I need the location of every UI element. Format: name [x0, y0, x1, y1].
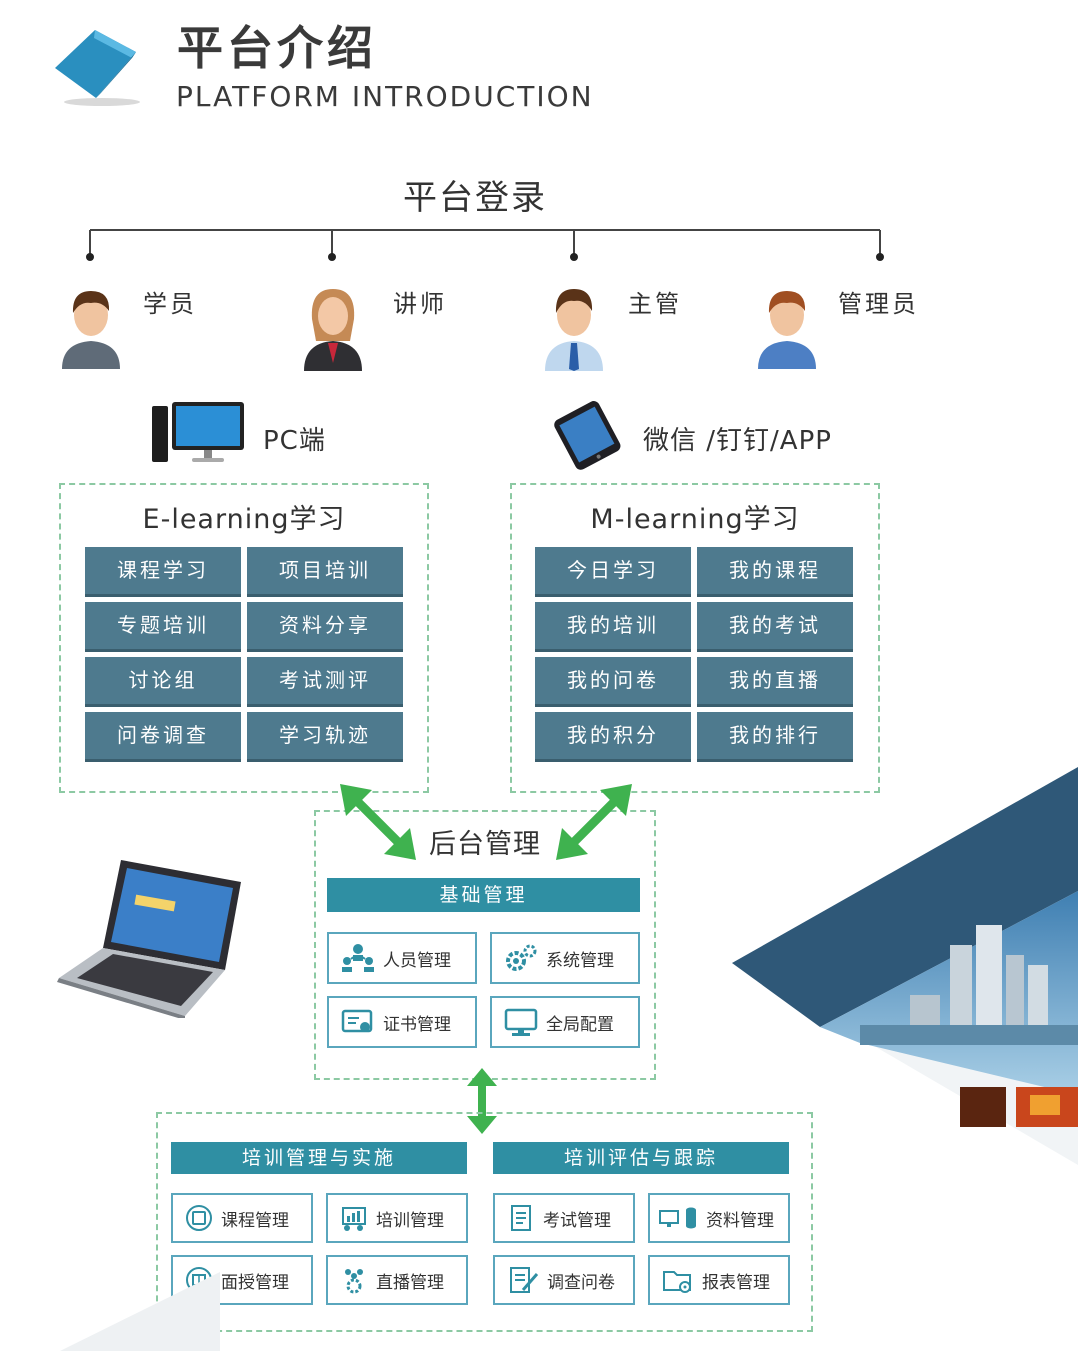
gears-icon: [504, 943, 538, 973]
mlearning-item[interactable]: 我的问卷: [535, 657, 691, 707]
laptop-icon: [55, 858, 245, 1018]
live-stream-icon: [340, 1266, 368, 1294]
training-chart-icon: [340, 1204, 368, 1232]
role-label-student: 学员: [143, 290, 197, 318]
computer-database-icon: [658, 1204, 698, 1232]
mlearning-item[interactable]: 我的排行: [697, 712, 853, 762]
page-title: 平台介绍: [177, 21, 377, 75]
role-label-supervisor: 主管: [628, 290, 682, 318]
decorative-wedge: [60, 1270, 220, 1351]
mobile-label: 微信 /钉钉/APP: [643, 426, 832, 456]
role-label-lecturer: 讲师: [393, 290, 447, 318]
training-item-label: 面授管理: [221, 1272, 289, 1293]
course-icon: [185, 1204, 213, 1232]
backend-item-label: 人员管理: [383, 950, 451, 971]
backend-item-label: 系统管理: [546, 950, 614, 971]
elearning-item[interactable]: 课程学习: [85, 547, 241, 597]
training-item-label: 调查问卷: [547, 1272, 615, 1293]
training-item-label: 直播管理: [376, 1272, 444, 1293]
report-folder-icon: [662, 1266, 694, 1294]
training-item-label: 培训管理: [376, 1210, 444, 1231]
elearning-title: E-learning学习: [142, 504, 346, 535]
training-band-left: 培训管理与实施: [171, 1142, 467, 1174]
elearning-item[interactable]: 资料分享: [247, 602, 403, 652]
elearning-item[interactable]: 学习轨迹: [247, 712, 403, 762]
student-avatar-icon: [58, 285, 124, 369]
mlearning-item[interactable]: 我的积分: [535, 712, 691, 762]
training-item-label: 考试管理: [543, 1210, 611, 1231]
elearning-item[interactable]: 考试测评: [247, 657, 403, 707]
arrow-left-diagonal-icon: [338, 782, 418, 862]
mlearning-item[interactable]: 我的考试: [697, 602, 853, 652]
desktop-computer-icon: [148, 400, 248, 466]
backend-item[interactable]: 全局配置: [490, 996, 640, 1048]
login-title: 平台登录: [403, 178, 547, 218]
training-item[interactable]: 报表管理: [648, 1255, 790, 1305]
logo-cube-icon: [50, 18, 146, 108]
monitor-icon: [504, 1007, 538, 1037]
certificate-icon: [341, 1007, 375, 1037]
elearning-item[interactable]: 问卷调查: [85, 712, 241, 762]
backend-title: 后台管理: [429, 829, 541, 860]
arrow-right-diagonal-icon: [554, 782, 634, 862]
exam-sheet-icon: [509, 1204, 535, 1232]
users-org-icon: [341, 943, 375, 973]
backend-item[interactable]: 证书管理: [327, 996, 477, 1048]
elearning-item[interactable]: 项目培训: [247, 547, 403, 597]
mlearning-item[interactable]: 我的课程: [697, 547, 853, 597]
role-tree-lines: [0, 0, 1078, 270]
mlearning-item[interactable]: 今日学习: [535, 547, 691, 597]
backend-item[interactable]: 系统管理: [490, 932, 640, 984]
training-item-label: 资料管理: [706, 1210, 774, 1231]
mlearning-item[interactable]: 我的直播: [697, 657, 853, 707]
elearning-item[interactable]: 讨论组: [85, 657, 241, 707]
page-subtitle: PLATFORM INTRODUCTION: [176, 80, 594, 113]
backend-item-label: 证书管理: [383, 1014, 451, 1035]
mlearning-box: [510, 483, 880, 793]
training-item[interactable]: 课程管理: [171, 1193, 313, 1243]
training-item[interactable]: 培训管理: [326, 1193, 468, 1243]
backend-band: 基础管理: [327, 878, 640, 912]
pc-label: PC端: [263, 426, 326, 456]
survey-edit-icon: [509, 1266, 539, 1294]
training-item[interactable]: 考试管理: [493, 1193, 635, 1243]
training-item-label: 课程管理: [221, 1210, 289, 1231]
training-band-right: 培训评估与跟踪: [493, 1142, 789, 1174]
arrow-vertical-icon: [466, 1068, 498, 1134]
mlearning-item[interactable]: 我的培训: [535, 602, 691, 652]
role-label-admin: 管理员: [838, 290, 919, 318]
lecturer-avatar-icon: [300, 283, 366, 371]
backend-item[interactable]: 人员管理: [327, 932, 477, 984]
mlearning-title: M-learning学习: [590, 504, 800, 535]
admin-avatar-icon: [754, 285, 820, 369]
backend-item-label: 全局配置: [546, 1014, 614, 1035]
elearning-item[interactable]: 专题培训: [85, 602, 241, 652]
training-item[interactable]: 资料管理: [648, 1193, 790, 1243]
elearning-box: [59, 483, 429, 793]
training-item[interactable]: 直播管理: [326, 1255, 468, 1305]
training-box: [156, 1112, 813, 1332]
supervisor-avatar-icon: [541, 283, 607, 371]
smartphone-icon: [548, 400, 624, 470]
city-banner-image: [730, 765, 1078, 1165]
training-item-label: 报表管理: [702, 1272, 770, 1293]
training-item[interactable]: 调查问卷: [493, 1255, 635, 1305]
